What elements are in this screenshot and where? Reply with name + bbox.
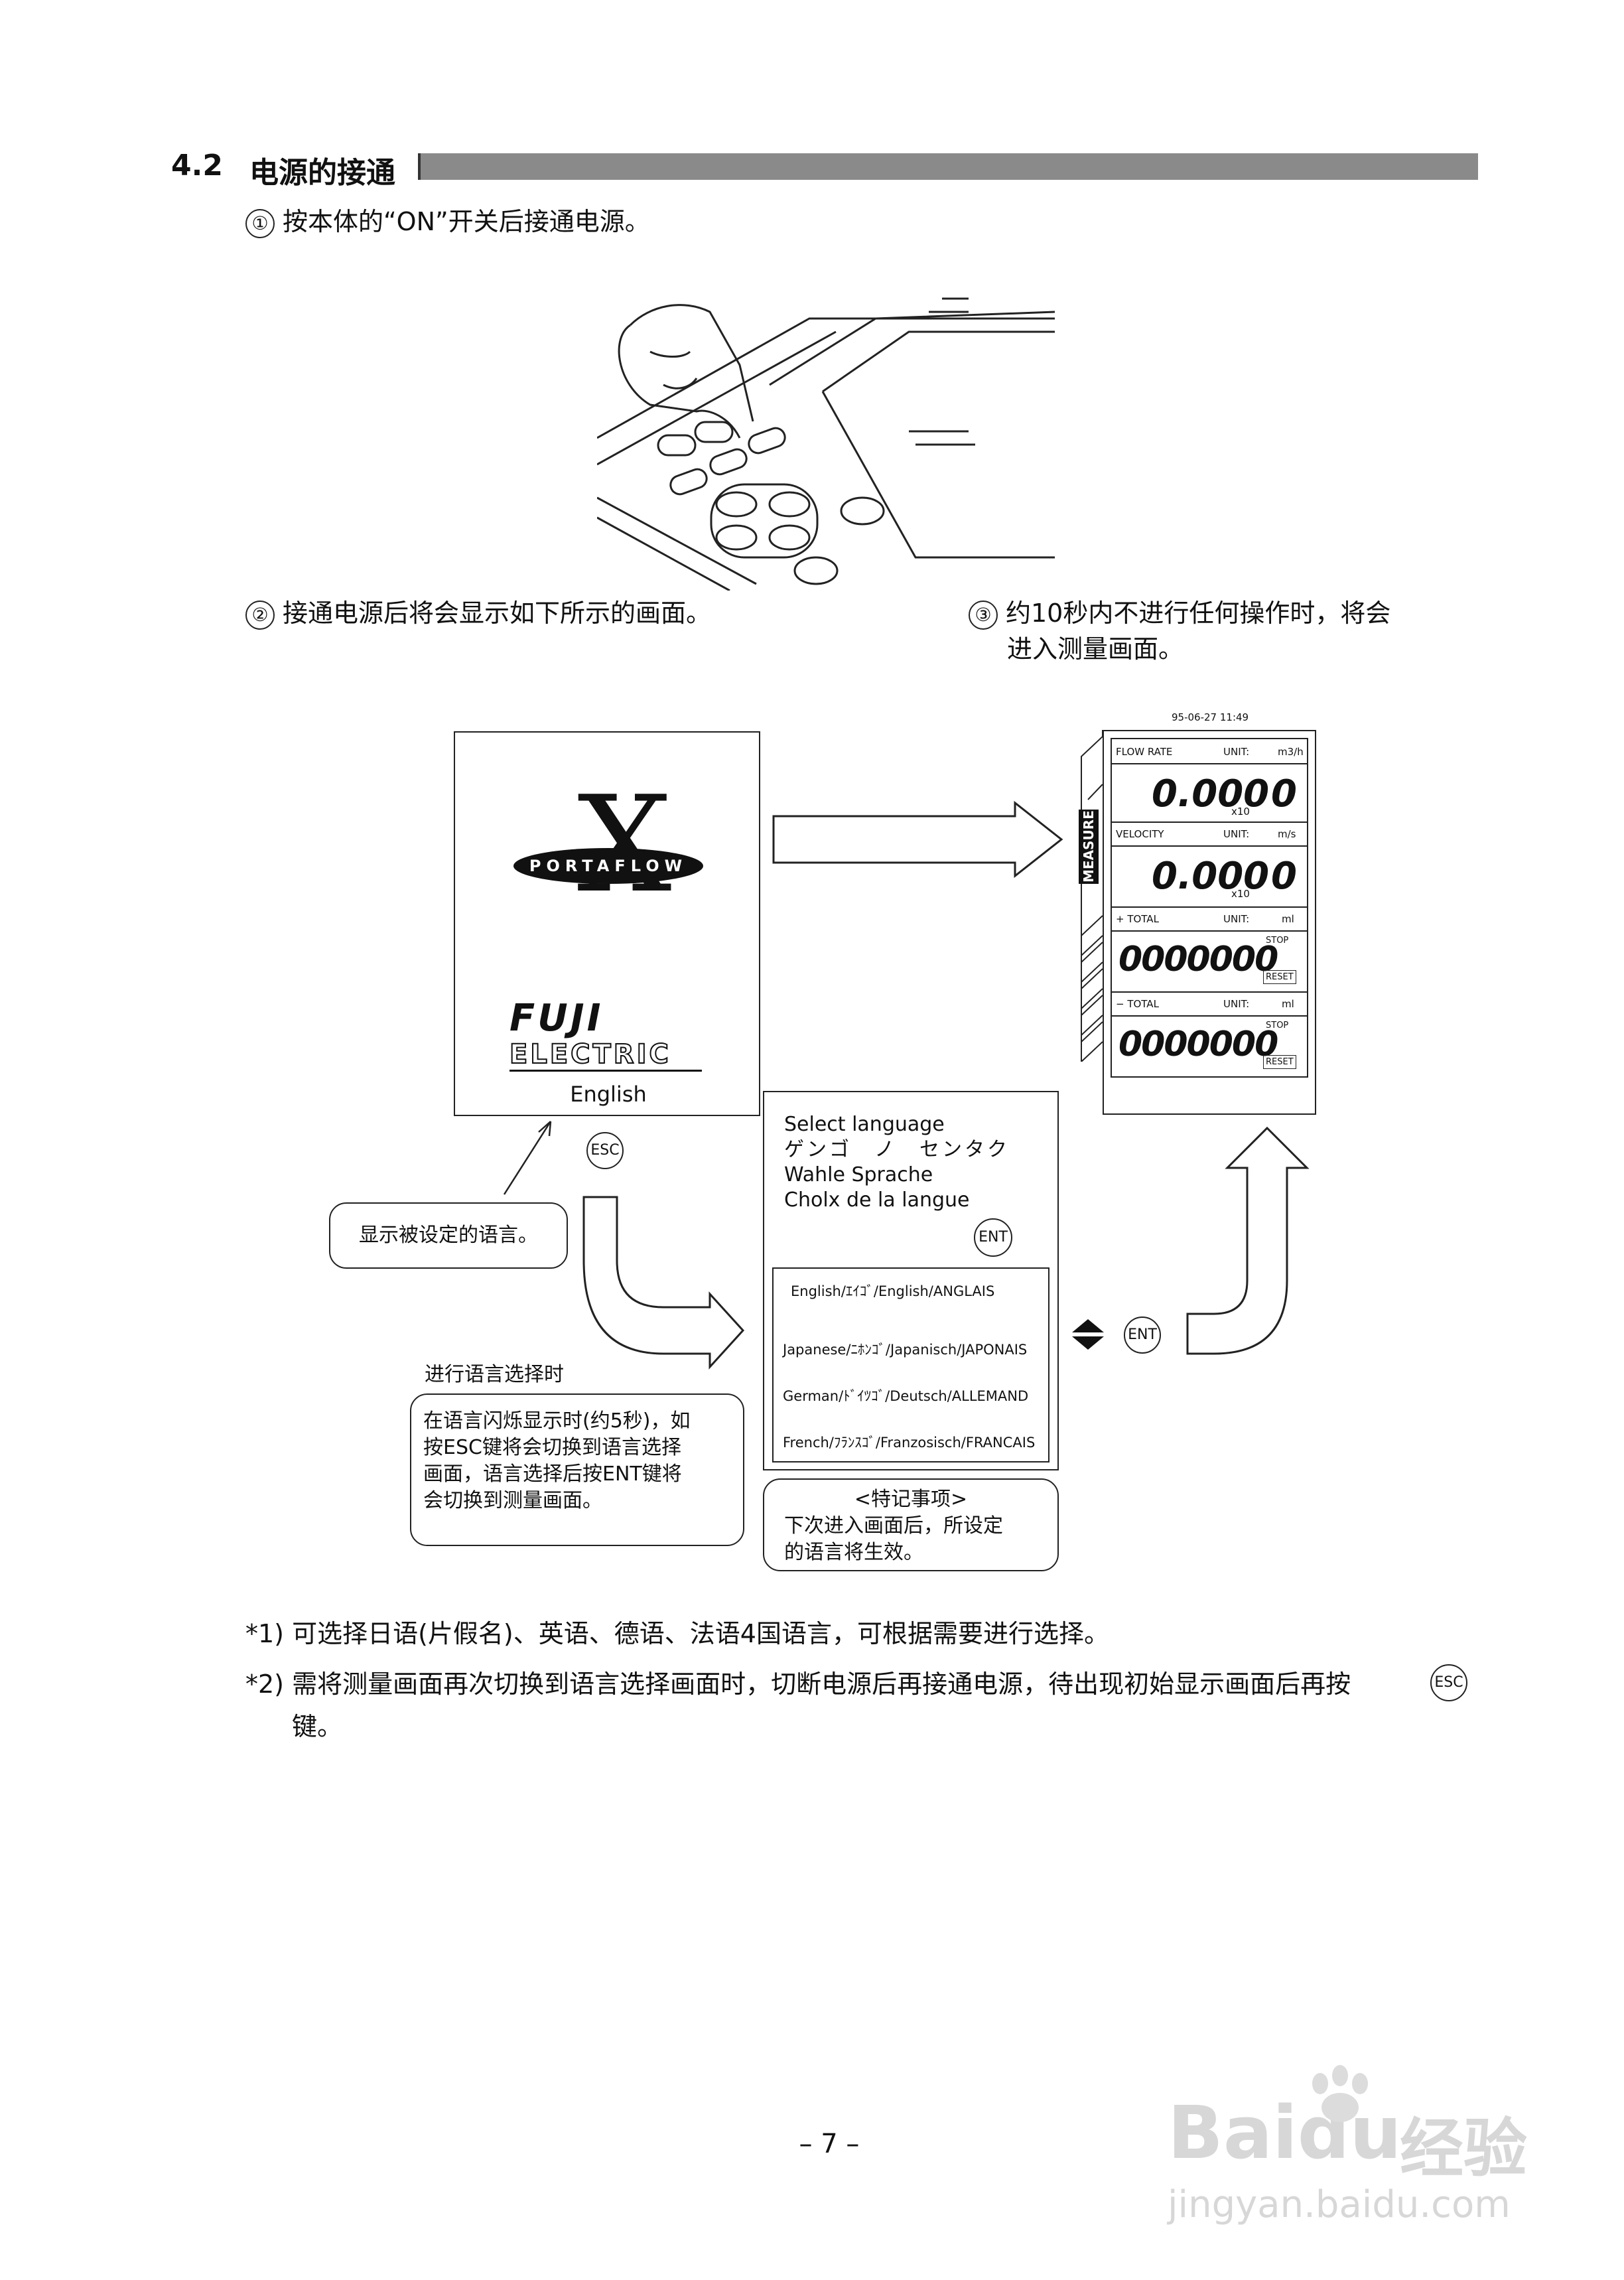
velocity-unit: m/s <box>1278 828 1296 840</box>
plus-total-unit-label: UNIT: <box>1223 913 1250 925</box>
callout-select-title: 进行语言选择时 <box>425 1363 564 1386</box>
ent-button-inner[interactable]: ENT <box>974 1218 1012 1257</box>
language-prompts: Select language ゲンゴ ノ センタク Wahle Sprache… <box>784 1112 1010 1213</box>
flow-rate-value: 0.000 <box>1152 772 1270 816</box>
velocity-label: VELOCITY <box>1116 828 1164 840</box>
watermark-paw-icon <box>1312 2065 1368 2122</box>
footnote-1-mark: *1) <box>245 1619 285 1648</box>
minus-total-value: 0000000 <box>1118 1025 1278 1064</box>
prompt-japanese: ゲンゴ ノ センタク <box>784 1138 1010 1161</box>
logo-portaflow: PORTAFLOW <box>513 848 703 884</box>
callout-special-title: <特记事项> <box>854 1488 968 1511</box>
footnote-2-mark: *2) <box>245 1670 285 1699</box>
watermark-brand: Baidu <box>1168 2090 1402 2175</box>
footnote-2-text-2: 键。 <box>292 1712 343 1741</box>
plus-total-stop[interactable]: STOP <box>1266 936 1289 946</box>
velocity-unit-label: UNIT: <box>1223 828 1250 840</box>
measure-tab[interactable]: MEASURE <box>1079 810 1099 884</box>
divider <box>1112 930 1307 932</box>
callout-select-box: 在语言闪烁显示时(约5秒)，如 按ESC键将会切换到语言选择 画面，语言选择后按… <box>410 1393 744 1546</box>
flow-rate-unit-label: UNIT: <box>1223 746 1250 758</box>
watermark-url: jingyan.baidu.com <box>1168 2183 1511 2226</box>
callout-set-language: 显示被设定的语言。 <box>329 1202 568 1269</box>
divider <box>1112 845 1307 847</box>
footnote-2: *2) 需将测量画面再次切换到语言选择画面时，切断电源后再接通电源，待出现初始显… <box>245 1664 1351 1704</box>
electric-logo: ELECTRIC <box>509 1038 671 1070</box>
step-3-marker: ③ <box>969 600 998 630</box>
step-2-text: 接通电源后将会显示如下所示的画面。 <box>283 599 712 628</box>
prompt-german: Wahle Sprache <box>784 1163 933 1186</box>
minus-total-stop[interactable]: STOP <box>1266 1021 1289 1031</box>
callout-select-line-3: 画面，语言选择后按ENT键将 <box>423 1462 682 1486</box>
ent-button[interactable]: ENT <box>1124 1317 1161 1354</box>
portaflow-logo: X PORTAFLOW <box>513 779 703 925</box>
footnote-1-text: 可选择日语(片假名)、英语、德语、法语4国语言，可根据需要进行选择。 <box>292 1619 1109 1648</box>
step-1-marker: ① <box>245 208 275 238</box>
callout-special-line-1: 下次进入画面后，所设定 <box>784 1514 1003 1537</box>
option-japanese[interactable]: Japanese/ﾆﾎﾝｺﾞ/Japanisch/JAPONAIS <box>783 1342 1028 1358</box>
velocity-value: 0.000 <box>1152 855 1270 898</box>
device-illustration <box>597 297 1055 591</box>
prompt-french: Cholx de la langue <box>784 1188 970 1212</box>
step-3-text-1: 约10秒内不进行任何操作时，将会 <box>1006 599 1391 628</box>
callout-special-line-2: 的语言将生效。 <box>784 1541 923 1564</box>
language-option-list[interactable]: English/ｴｲｺﾞ/English/ANGLAIS Japanese/ﾆﾎ… <box>772 1267 1049 1462</box>
plus-total-label: + TOTAL <box>1116 913 1159 925</box>
minus-total-panel: − TOTAL UNIT: ml 0000000 STOP RESET <box>1111 993 1308 1078</box>
callout-select-line-4: 会切换到测量画面。 <box>423 1489 602 1512</box>
plus-total-value: 0000000 <box>1118 940 1278 979</box>
velocity-exp: x10 <box>1231 888 1250 900</box>
section-title: 电源的接通 <box>249 156 395 190</box>
callout-special: <特记事项> 下次进入画面后，所设定 的语言将生效。 <box>763 1478 1059 1571</box>
section-title-bar <box>418 153 1478 180</box>
fuji-logo: FUJI <box>509 997 604 1040</box>
esc-button[interactable]: ESC <box>586 1132 624 1169</box>
minus-total-unit-label: UNIT: <box>1223 998 1250 1010</box>
divider <box>1112 763 1307 764</box>
prompt-english: Select language <box>784 1113 945 1136</box>
logo-underline <box>509 1070 702 1072</box>
callout-select-line-2: 按ESC键将会切换到语言选择 <box>423 1436 681 1459</box>
minus-total-unit: ml <box>1282 998 1294 1010</box>
footnote-esc-button: ESC <box>1430 1664 1467 1701</box>
footnote-2-text: 需将测量画面再次切换到语言选择画面时，切断电源后再接通电源，待出现初始显示画面后… <box>292 1670 1351 1699</box>
option-german[interactable]: German/ﾄﾞｲﾂｺﾞ/Deutsch/ALLEMAND <box>783 1388 1029 1404</box>
flow-rate-unit: m3/h <box>1278 746 1304 758</box>
page-number: – 7 – <box>799 2129 860 2159</box>
step-1: ① 按本体的“ON”开关后接通电源。 <box>245 203 650 240</box>
velocity-exp-value: 0 <box>1271 855 1297 898</box>
step-2-marker: ② <box>245 600 275 630</box>
flow-rate-exp: x10 <box>1231 806 1250 818</box>
measure-datetime: 95-06-27 11:49 <box>1172 711 1249 723</box>
option-english[interactable]: English/ｴｲｺﾞ/English/ANGLAIS <box>791 1283 995 1299</box>
flow-arrows <box>503 800 1310 1370</box>
logo-x: X <box>577 768 672 922</box>
section-number: 4.2 <box>171 149 223 182</box>
option-french[interactable]: French/ﾌﾗﾝｽｺﾞ/Franzosisch/FRANCAIS <box>783 1435 1036 1451</box>
startup-language: English <box>570 1082 647 1107</box>
plus-total-reset[interactable]: RESET <box>1263 970 1296 984</box>
language-select-screen: Select language ゲンゴ ノ センタク Wahle Sprache… <box>763 1091 1059 1470</box>
callout-select-line-1: 在语言闪烁显示时(约5秒)，如 <box>423 1409 691 1433</box>
flow-rate-panel: FLOW RATE UNIT: m3/h 0.000 x10 0 <box>1111 738 1308 823</box>
step-3-text-2: 进入测量画面。 <box>1007 634 1184 664</box>
plus-total-panel: + TOTAL UNIT: ml 0000000 STOP RESET <box>1111 908 1308 993</box>
velocity-panel: VELOCITY UNIT: m/s 0.000 x10 0 <box>1111 823 1308 908</box>
startup-screen: X PORTAFLOW FUJI ELECTRIC English <box>454 731 760 1116</box>
step-3: ③ 约10秒内不进行任何操作时，将会 <box>969 595 1390 632</box>
watermark-brand-cn: 经验 <box>1400 2111 1527 2186</box>
measure-screen: FLOW RATE UNIT: m3/h 0.000 x10 0 VELOCIT… <box>1103 730 1316 1115</box>
flow-rate-exp-value: 0 <box>1271 772 1297 816</box>
divider <box>1112 1015 1307 1017</box>
step-1-text: 按本体的“ON”开关后接通电源。 <box>283 207 650 236</box>
flow-rate-label: FLOW RATE <box>1116 746 1173 758</box>
footnote-1: *1) 可选择日语(片假名)、英语、德语、法语4国语言，可根据需要进行选择。 <box>245 1614 1109 1654</box>
plus-total-unit: ml <box>1282 913 1294 925</box>
minus-total-label: − TOTAL <box>1116 998 1159 1010</box>
step-2: ② 接通电源后将会显示如下所示的画面。 <box>245 595 711 632</box>
minus-total-reset[interactable]: RESET <box>1263 1055 1296 1069</box>
